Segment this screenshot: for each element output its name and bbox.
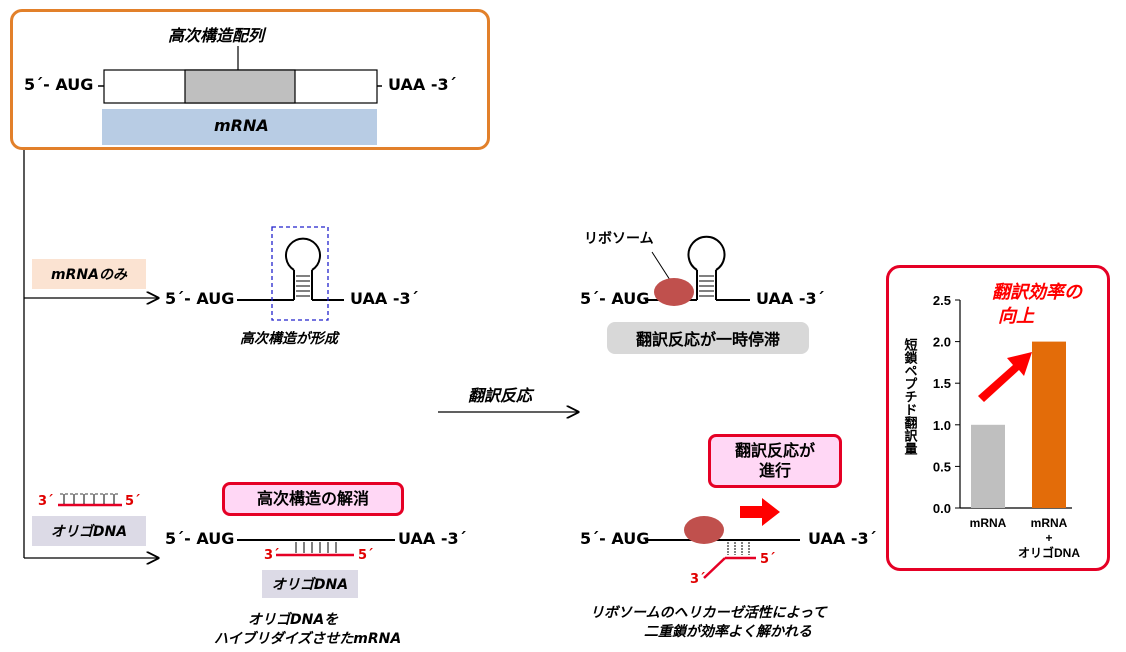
chart-title-line1: 翻訳効率の	[992, 282, 1083, 302]
free-oligo-5prime: 5´	[125, 494, 141, 509]
chart-category-label: mRNA	[1031, 516, 1068, 530]
ribosome-label: リボソーム	[584, 231, 654, 247]
bound-oligo-5prime: 5´	[358, 548, 374, 563]
chart-y-axis-label: 短鎖ペプチド翻訳量	[903, 337, 918, 456]
translation-arrow-label: 翻訳反応	[468, 386, 533, 405]
translation-progress	[645, 539, 800, 579]
structure-formed-caption: 高次構造が形成	[240, 331, 338, 347]
top-five-prime: 5´- AUG	[24, 75, 94, 94]
chart-category-label: mRNA	[970, 516, 1007, 530]
progress-oligo-5prime: 5´	[760, 552, 776, 567]
bound-oligo-3prime: 3´	[264, 548, 280, 563]
progress-arrow-icon	[740, 498, 780, 526]
chart-y-tick-label: 2.0	[933, 335, 951, 350]
progress-banner-line1: 翻訳反応が	[734, 441, 815, 460]
progress-oligo-3prime: 3´	[690, 572, 706, 587]
chart-frame	[886, 265, 1110, 571]
chart-category-label: オリゴDNA	[1018, 545, 1080, 560]
chart-y-tick-label: 1.0	[933, 418, 951, 433]
top-three-prime: UAA -3´	[388, 75, 457, 94]
free-oligo-3prime: 3´	[38, 494, 54, 509]
ribosome-pointer	[651, 251, 671, 281]
structure-resolved-banner: 高次構造の解消	[222, 482, 404, 516]
chart-y-tick-label: 2.5	[933, 293, 951, 308]
mrna-bar	[102, 109, 377, 145]
stalled-status-label: 翻訳反応が一時停滞	[607, 322, 809, 354]
chart-y-tick-label: 1.5	[933, 376, 951, 391]
mrna-bar-label: mRNA	[214, 116, 269, 135]
mrna-structure-panel	[10, 9, 490, 150]
progress-caption-line2: 二重鎖が効率よく解かれる	[644, 624, 812, 640]
progress-five-prime: 5´- AUG	[580, 529, 650, 548]
ribosome-stalled	[654, 278, 694, 306]
hairpin-mrna-only	[237, 237, 344, 301]
structure-sequence-region	[184, 69, 296, 104]
progress-caption-line1: リボソームのヘリカーゼ活性によって	[590, 605, 827, 621]
hairpin-highlight-box	[271, 226, 329, 321]
oligo-caption-line1: オリゴDNAを	[248, 612, 339, 628]
increase-arrow-icon	[978, 352, 1032, 402]
chart-title-line2: 向上	[998, 306, 1035, 326]
oligo-path-five-prime: 5´- AUG	[165, 529, 235, 548]
chart-y-tick-label: 0.5	[933, 459, 951, 474]
hybridized-mrna	[237, 539, 395, 557]
oligo-caption-line2: ハイブリダイズさせたmRNA	[214, 631, 402, 647]
mrna-only-five-prime: 5´- AUG	[165, 289, 235, 308]
progress-banner: 翻訳反応が 進行	[708, 434, 842, 488]
oligo-path-three-prime: UAA -3´	[398, 529, 467, 548]
stalled-three-prime: UAA -3´	[756, 289, 825, 308]
oligo-free	[58, 493, 122, 507]
progress-three-prime: UAA -3´	[808, 529, 877, 548]
tag-mrna-only: mRNAのみ	[32, 259, 146, 289]
chart-bar	[971, 424, 1005, 508]
stalled-five-prime: 5´- AUG	[580, 289, 650, 308]
bound-oligo-label: オリゴDNA	[262, 570, 358, 598]
chart-bar	[1032, 341, 1066, 508]
progress-banner-line2: 進行	[758, 461, 791, 480]
chart-y-tick-label: 0.0	[933, 501, 951, 516]
tag-oligo-dna: オリゴDNA	[32, 516, 146, 546]
mrna-only-three-prime: UAA -3´	[350, 289, 419, 308]
structure-sequence-label: 高次構造配列	[168, 26, 265, 45]
ribosome-progressing	[684, 516, 724, 544]
chart-category-label: +	[1045, 531, 1052, 545]
